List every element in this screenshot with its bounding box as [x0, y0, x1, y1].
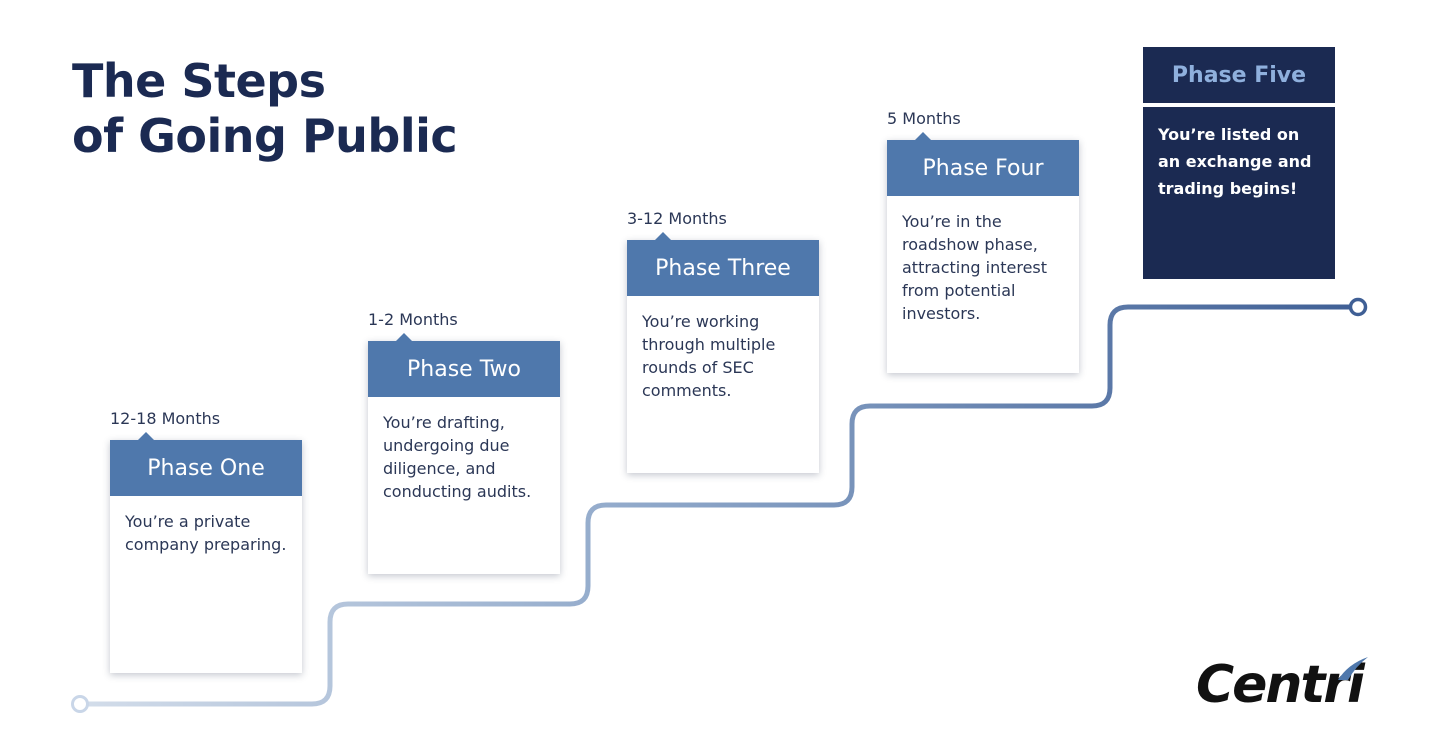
staircase-line: [77, 304, 1361, 707]
phase-four-duration: 5 Months: [887, 109, 961, 128]
title-line-1: The Steps: [72, 54, 326, 108]
centri-logo: Centri: [1196, 654, 1376, 716]
phase-three-header: Phase Three: [627, 232, 819, 296]
phase-two-header: Phase Two: [368, 333, 560, 397]
phase-four-card: Phase Four You’re in the roadshow phase,…: [887, 132, 1079, 373]
phase-one-duration: 12-18 Months: [110, 409, 221, 428]
path-end-node: [1348, 297, 1368, 317]
phase-two-description: You’re drafting, undergoing due diligenc…: [383, 413, 532, 501]
logo-wordmark: Centri: [1196, 655, 1365, 715]
phase-one-card: Phase One You’re a private company prepa…: [110, 432, 302, 673]
phase-three-description: You’re working through multiple rounds o…: [642, 312, 776, 400]
phase-five-card: Phase Five You’re listed on an exchange …: [1143, 47, 1335, 279]
page-title: The Steps of Going Public: [72, 54, 458, 164]
phase-two-duration: 1-2 Months: [368, 310, 458, 329]
phase-four-description: You’re in the roadshow phase, attracting…: [902, 212, 1048, 323]
path-start-node: [71, 695, 89, 713]
title-line-2: of Going Public: [72, 109, 458, 163]
phase-three-card: Phase Three You’re working through multi…: [627, 232, 819, 473]
phase-two-card: Phase Two You’re drafting, undergoing du…: [368, 333, 560, 574]
phase-five-description: You’re listed on an exchange and trading…: [1143, 107, 1335, 279]
phase-four-header: Phase Four: [887, 132, 1079, 196]
phase-one-description: You’re a private company preparing.: [125, 512, 287, 554]
phase-one-header: Phase One: [110, 432, 302, 496]
phase-five-header: Phase Five: [1143, 47, 1335, 103]
phase-three-duration: 3-12 Months: [627, 209, 727, 228]
swoosh-accent-icon: [1338, 657, 1368, 680]
